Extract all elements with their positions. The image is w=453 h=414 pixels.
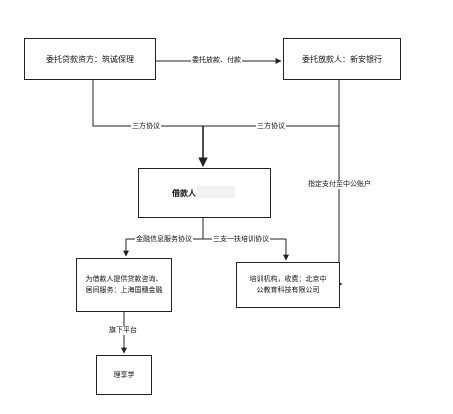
node-service-line1: 为借款人提供贷款咨询、 [85, 275, 163, 283]
edge-bank-tripartite [203, 80, 340, 127]
node-lender: 委托贷款资方：筑诚保理 [24, 38, 156, 80]
node-lender-label: 委托贷款资方：筑诚保理 [46, 54, 134, 64]
node-borrower-label: 借款人 [172, 188, 196, 198]
edge-label-tripartite-right: 三方协议 [256, 122, 286, 131]
node-lixiang-label: 理享学 [113, 371, 135, 379]
redacted-name-block [197, 186, 235, 198]
edge-lender-tripartite [92, 80, 203, 127]
node-bank-label: 委托放款人：新安银行 [302, 54, 382, 64]
edge-label-tripartite-left: 三方协议 [131, 122, 161, 131]
edge-label-finance-service: 金融信息服务协议 [135, 235, 193, 244]
node-service-provider: 为借款人提供贷款咨询、 居间服务：上海国穗金融 [76, 258, 172, 312]
edge-label-subsidiary-platform: 旗下平台 [108, 326, 138, 335]
edge-label-pay-to-account: 指定支付至中公账户 [307, 180, 372, 189]
edge-label-support-training: 三支一扶培训协议 [212, 235, 270, 244]
node-service-line2: 居间服务：上海国穗金融 [85, 286, 163, 294]
node-training-line2: 公教育科技有限公司 [256, 286, 320, 294]
node-bank: 委托放款人：新安银行 [283, 38, 401, 80]
node-training-provider: 培训机构，收费：北京中 公教育科技有限公司 [236, 262, 340, 308]
edge-label-lend-pay: 委托放款、付款 [191, 56, 242, 65]
node-lixiang: 理享学 [96, 355, 152, 395]
node-training-line1: 培训机构，收费：北京中 [249, 275, 327, 283]
